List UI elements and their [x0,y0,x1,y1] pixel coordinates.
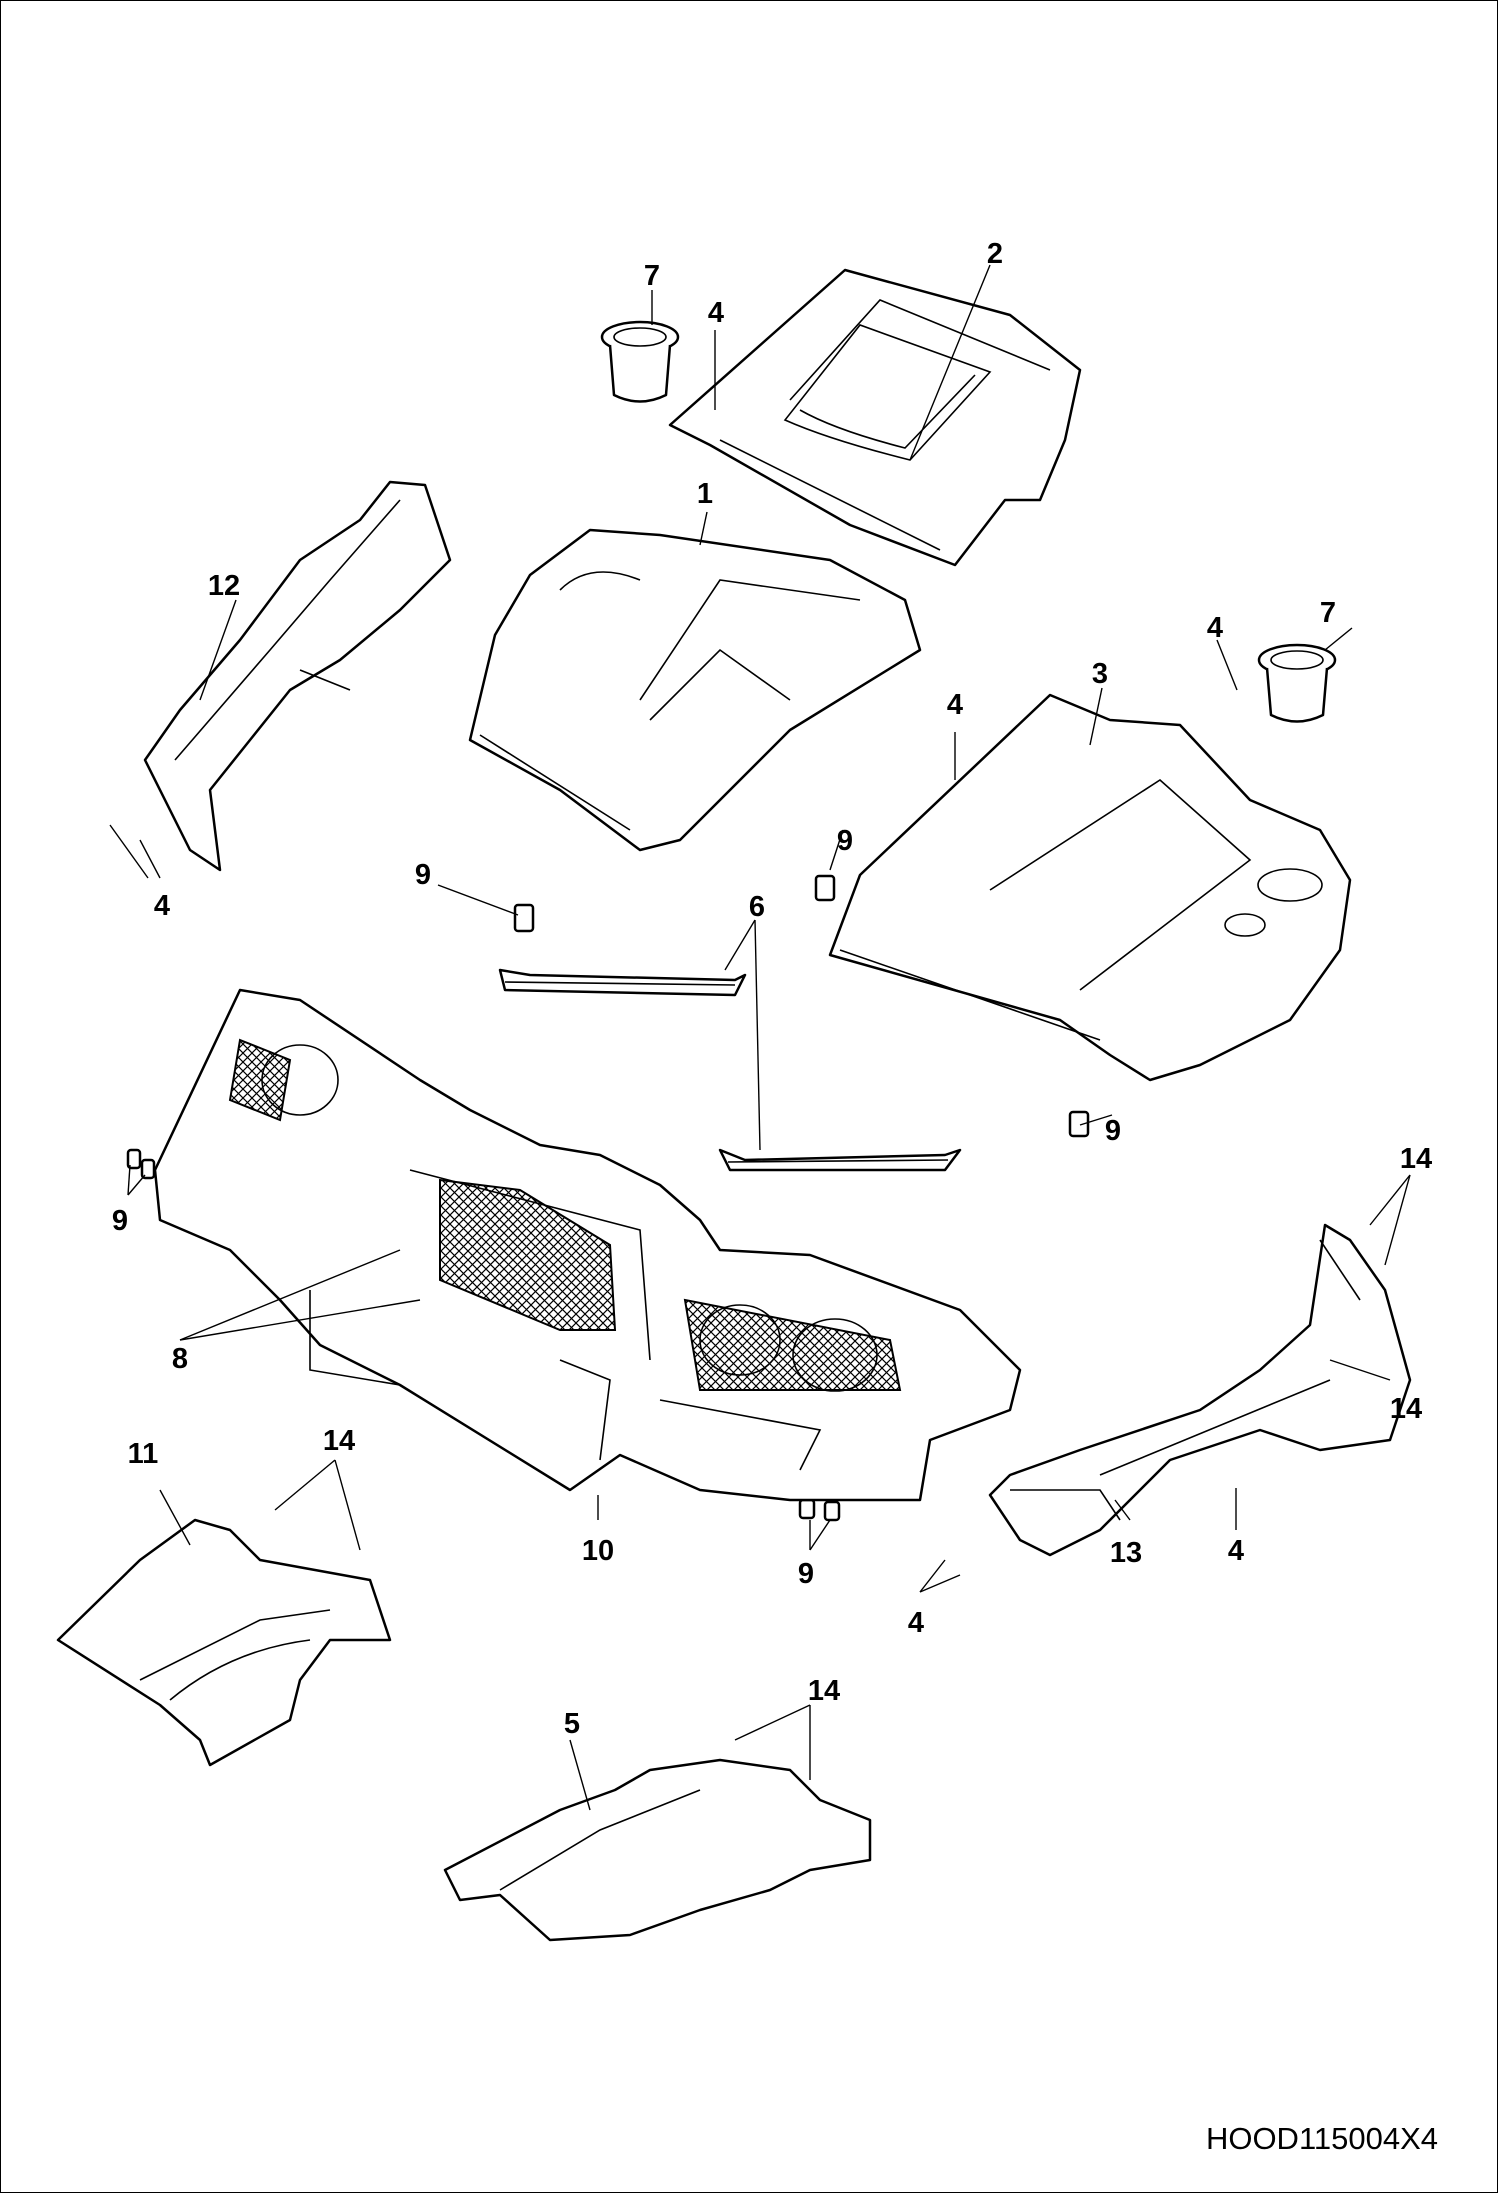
part-6-bracket-upper [498,968,747,997]
callout-7-left: 7 [644,260,660,292]
callout-5: 5 [564,1708,580,1740]
part-2-top-panel [668,268,1082,567]
part-9-clip [126,874,1090,1522]
part-11-left-floor-panel [56,1518,392,1767]
part-7-cup-holder-left [600,320,680,403]
leader-lines [109,264,1411,1811]
callout-14-bottom: 14 [808,1675,840,1707]
callout-3: 3 [1092,658,1108,690]
callout-10: 10 [582,1535,614,1567]
drawing-code: HOOD115004X4 [1206,2121,1438,2156]
callout-11: 11 [128,1438,159,1470]
callout-9-bottom: 9 [798,1558,814,1590]
part-7-cup-holder-right [1257,643,1337,723]
callout-13: 13 [1110,1537,1142,1569]
callout-9-left: 9 [112,1205,128,1237]
callout-4-right-top: 4 [1207,612,1223,644]
callout-1: 1 [697,478,713,510]
callout-7-right: 7 [1320,597,1336,629]
callout-14-left: 14 [323,1425,355,1457]
callout-2: 2 [987,238,1003,270]
part-10-front-grille [153,988,1022,1502]
part-5-center-floor-panel [443,1758,872,1942]
callout-14-right-top: 14 [1400,1143,1432,1175]
callout-4-bottom-right: 4 [1228,1535,1244,1567]
callout-9-right-upper: 9 [837,825,853,857]
part-1-center-hood [468,528,922,852]
part-13-right-side-panel [988,1223,1412,1557]
part-6-bracket-lower [718,1148,962,1172]
callout-8: 8 [172,1343,188,1375]
callout-4-right-mid: 4 [947,689,963,721]
part-12-left-side-panel [143,480,452,872]
callout-4-left: 4 [154,890,170,922]
callout-12: 12 [208,570,240,602]
callout-4-bottom: 4 [908,1607,924,1639]
callout-14-right-bottom: 14 [1390,1393,1422,1425]
callout-4-top: 4 [708,297,724,329]
callout-6: 6 [749,891,765,923]
callout-labels: 7 2 4 1 12 4 7 3 4 4 9 9 6 9 9 8 14 14 1… [112,238,1432,1740]
callout-9-right-lower: 9 [1105,1115,1121,1147]
part-3-right-hood [828,693,1352,1082]
callout-9-center: 9 [415,859,431,891]
